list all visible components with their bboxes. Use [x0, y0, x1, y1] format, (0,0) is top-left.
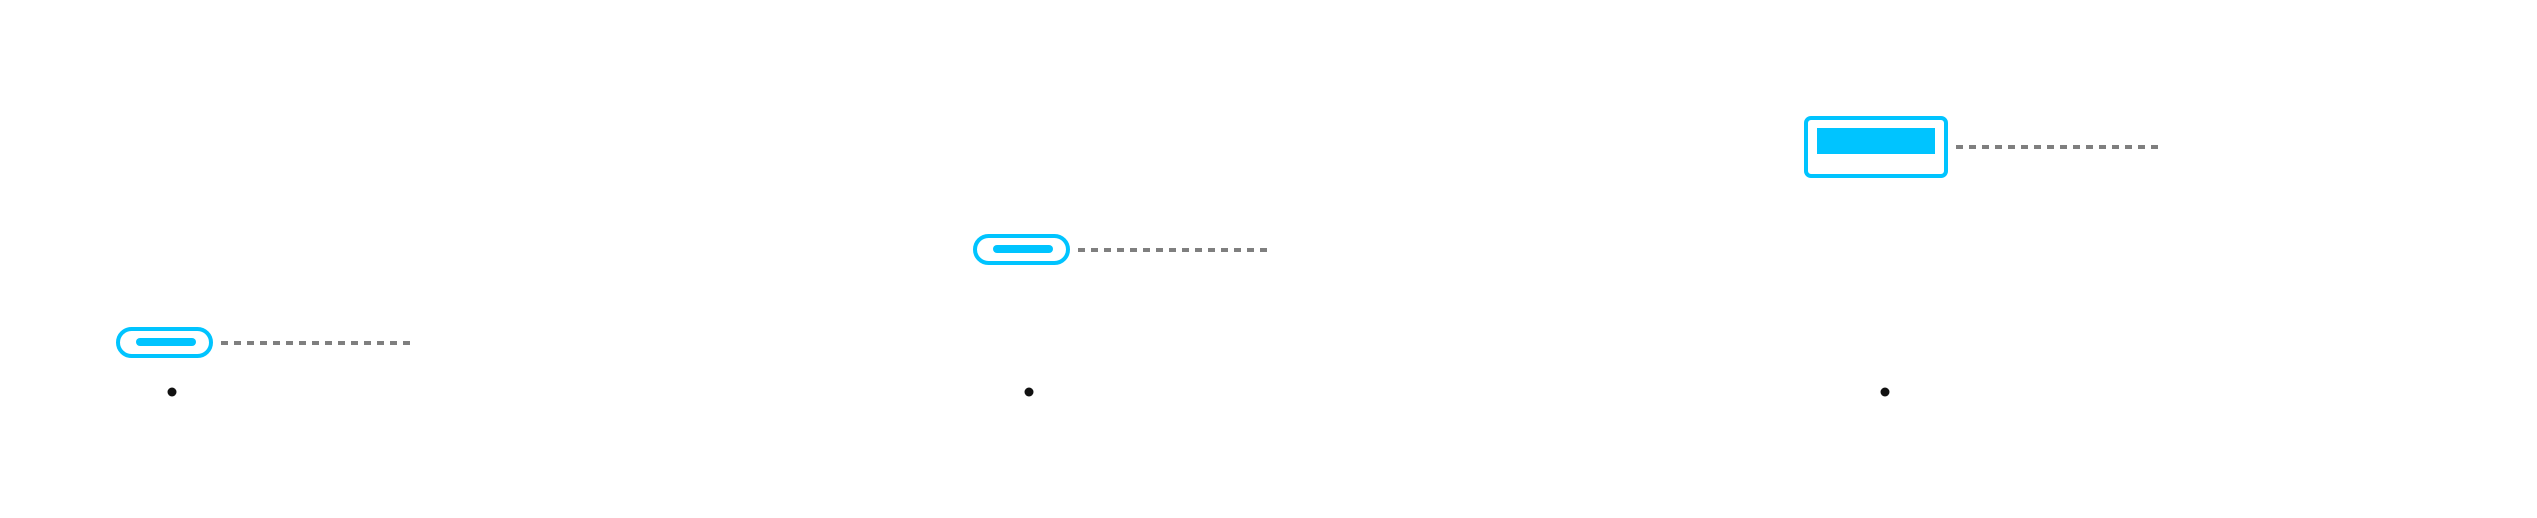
port-item-1	[116, 327, 416, 397]
port-item-3	[1804, 116, 2160, 397]
usb-c-port-icon	[116, 327, 213, 358]
marker-dot	[1024, 387, 1034, 397]
port-item-2	[973, 234, 1273, 397]
marker-dot	[1880, 387, 1890, 397]
usb-c-port-icon	[973, 234, 1070, 265]
usb-a-port-icon	[1804, 116, 1948, 178]
marker-dot	[167, 387, 177, 397]
